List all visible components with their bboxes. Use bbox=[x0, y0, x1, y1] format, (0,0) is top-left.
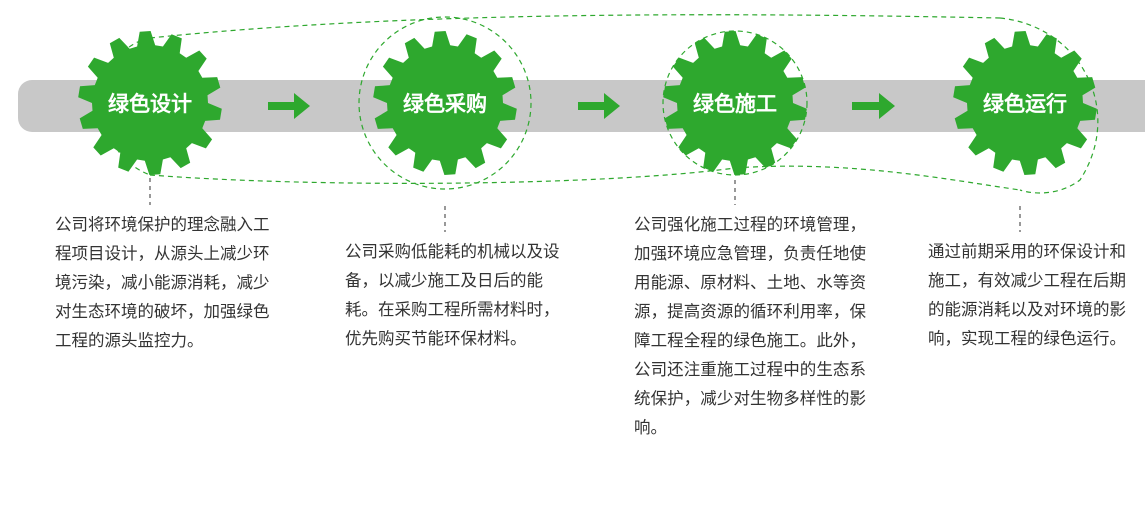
gear-icon bbox=[663, 31, 807, 175]
arrow-right-icon bbox=[268, 93, 310, 119]
step-description: 公司采购低能耗的机械以及设备，以减少施工及日后的能耗。在采购工程所需材料时，优先… bbox=[345, 242, 560, 348]
gear-step-3: 绿色施工 bbox=[663, 31, 807, 175]
gears: 绿色设计 绿色采购 绿色施工 绿色运行 bbox=[78, 31, 1097, 175]
gear-icon bbox=[373, 31, 517, 175]
arrow-right-icon bbox=[578, 93, 620, 119]
step-label: 绿色设计 bbox=[108, 92, 192, 116]
gear-step-4: 绿色运行 bbox=[953, 31, 1097, 175]
dashed-ring-step-2 bbox=[358, 16, 532, 190]
dashed-outline-right bbox=[999, 17, 1099, 194]
step-description: 通过前期采用的环保设计和施工，有效减少工程在后期的能源消耗以及对环境的影响，实现… bbox=[928, 242, 1126, 348]
dashed-outline-upper bbox=[149, 14, 1001, 39]
gear-icon bbox=[78, 31, 222, 175]
gear-step-2: 绿色采购 bbox=[373, 31, 517, 175]
arrows bbox=[268, 93, 895, 119]
step-description: 公司将环境保护的理念融入工程项目设计，从源头上减少环境污染，减小能源消耗，减少对… bbox=[55, 215, 270, 350]
step-label: 绿色采购 bbox=[403, 92, 487, 116]
step-label: 绿色运行 bbox=[983, 92, 1067, 116]
gear-step-1: 绿色设计 bbox=[78, 31, 222, 175]
dashed-outline-lower-right bbox=[734, 165, 1021, 191]
connectors bbox=[149, 178, 1021, 232]
step-description: 公司强化施工过程的环境管理，加强环境应急管理，负责任地使用能源、原材料、土地、水… bbox=[634, 215, 866, 437]
dashed-outline-lower-left bbox=[149, 167, 736, 184]
arrow-right-icon bbox=[852, 93, 895, 119]
step-label: 绿色施工 bbox=[693, 92, 777, 116]
dashed-ring-step-3 bbox=[662, 30, 808, 176]
gear-icon bbox=[953, 31, 1097, 175]
